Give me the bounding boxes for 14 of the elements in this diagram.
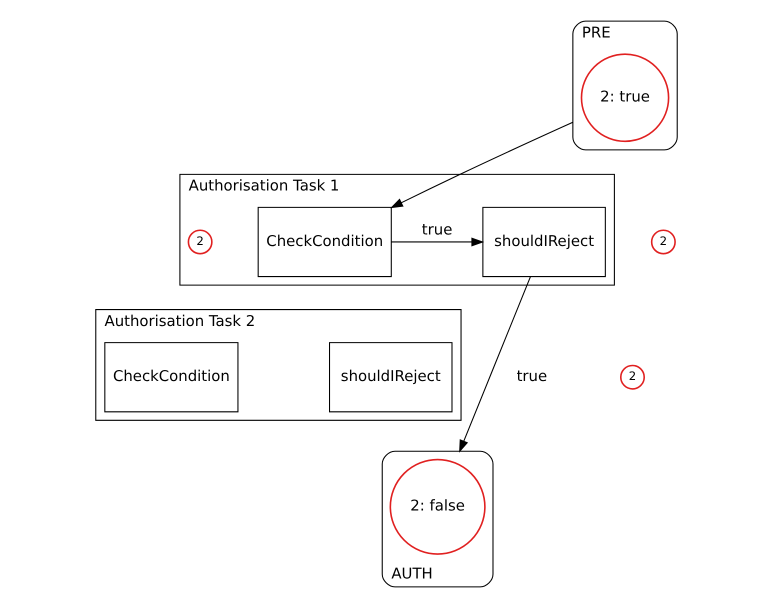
node-circle: 2: false <box>389 458 486 555</box>
node-circle: 2 <box>619 364 644 390</box>
node-circle: 2 <box>650 229 676 254</box>
edge-label: true <box>421 220 452 239</box>
node-circle: 2 <box>187 229 212 254</box>
node-box: shouldIReject <box>482 206 606 278</box>
node-circle: 2: true <box>580 53 669 142</box>
arrow <box>390 122 573 208</box>
node-box: CheckCondition <box>104 342 238 412</box>
node-box: CheckCondition <box>257 206 392 278</box>
arrow <box>390 237 484 246</box>
node-box: shouldIReject <box>328 342 452 412</box>
edge-label: true <box>516 367 547 386</box>
arrow <box>458 276 530 453</box>
